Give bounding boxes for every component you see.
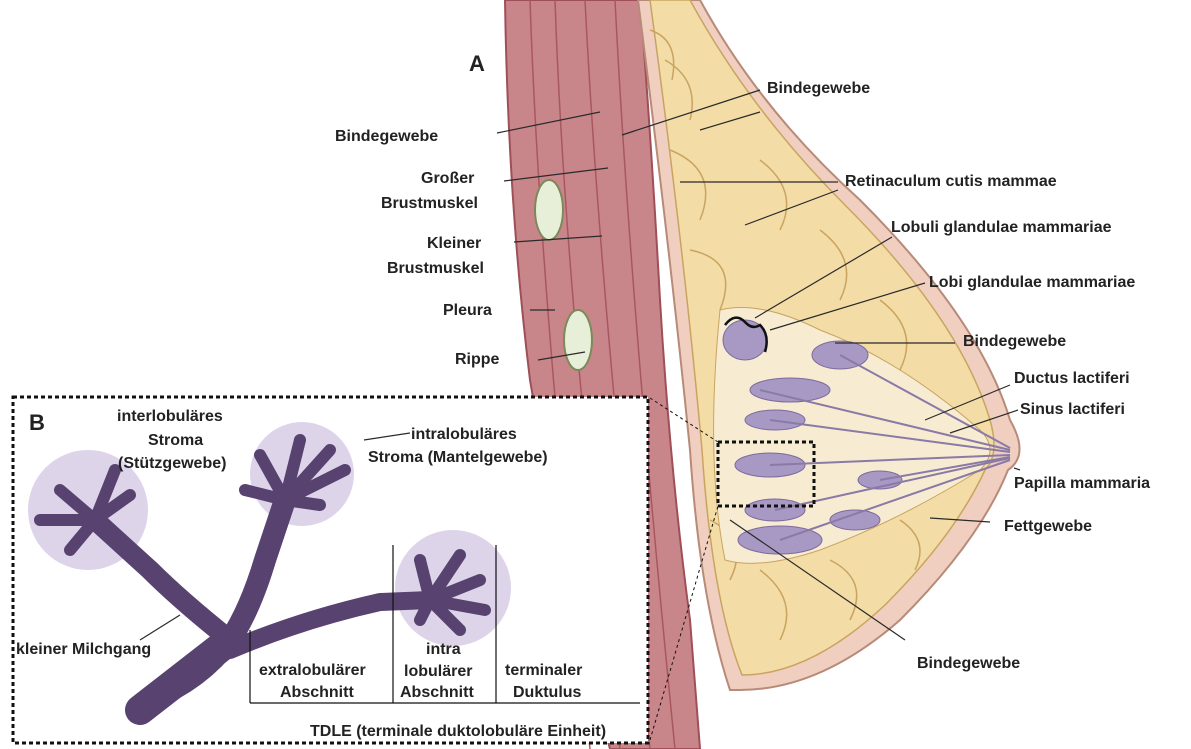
label-ductus: Ductus lactiferi	[1014, 370, 1130, 387]
label-interlob-line1: interlobuläres	[117, 408, 223, 425]
label-interlob-line3: (Stützgewebe)	[118, 455, 226, 472]
panel-a-letter: A	[469, 51, 485, 76]
label-pleura: Pleura	[443, 302, 492, 319]
label-kleiner-line2: Brustmuskel	[387, 260, 484, 277]
label-intra-line2: lobulärer	[404, 663, 472, 680]
label-bindegewebe-left: Bindegewebe	[335, 128, 438, 145]
rib-1	[535, 180, 563, 240]
panel-b-letter: B	[29, 410, 45, 435]
label-intra-line3: Abschnitt	[400, 684, 474, 701]
label-extra-line2: Abschnitt	[280, 684, 354, 701]
label-intralob-line1: intralobuläres	[411, 426, 517, 443]
label-papilla: Papilla mammaria	[1014, 475, 1150, 492]
label-kleiner-line1: Kleiner	[427, 235, 481, 252]
label-milchgang: kleiner Milchgang	[16, 641, 151, 658]
label-fettgewebe: Fettgewebe	[1004, 518, 1092, 535]
label-lobuli: Lobuli glandulae mammariae	[891, 219, 1112, 236]
label-retinaculum: Retinaculum cutis mammae	[845, 173, 1057, 190]
label-tdle: TDLE (terminale duktolobuläre Einheit)	[310, 723, 606, 740]
rib-2	[564, 310, 592, 370]
label-extra-line1: extralobulärer	[259, 662, 366, 679]
label-rippe: Rippe	[455, 351, 500, 368]
label-term-line1: terminaler	[505, 662, 582, 679]
label-grosser-line1: Großer	[421, 170, 474, 187]
label-sinus: Sinus lactiferi	[1020, 401, 1125, 418]
label-grosser-line2: Brustmuskel	[381, 195, 478, 212]
label-bindegewebe-mid: Bindegewebe	[963, 333, 1066, 350]
label-bindegewebe-bottom: Bindegewebe	[917, 655, 1020, 672]
label-lobi: Lobi glandulae mammariae	[929, 274, 1135, 291]
label-interlob-line2: Stroma	[148, 432, 203, 449]
label-intra-line1: intra	[426, 641, 461, 658]
label-bindegewebe-top: Bindegewebe	[767, 80, 870, 97]
label-term-line2: Duktulus	[513, 684, 582, 701]
label-intralob-line2: Stroma (Mantelgewebe)	[368, 449, 548, 466]
